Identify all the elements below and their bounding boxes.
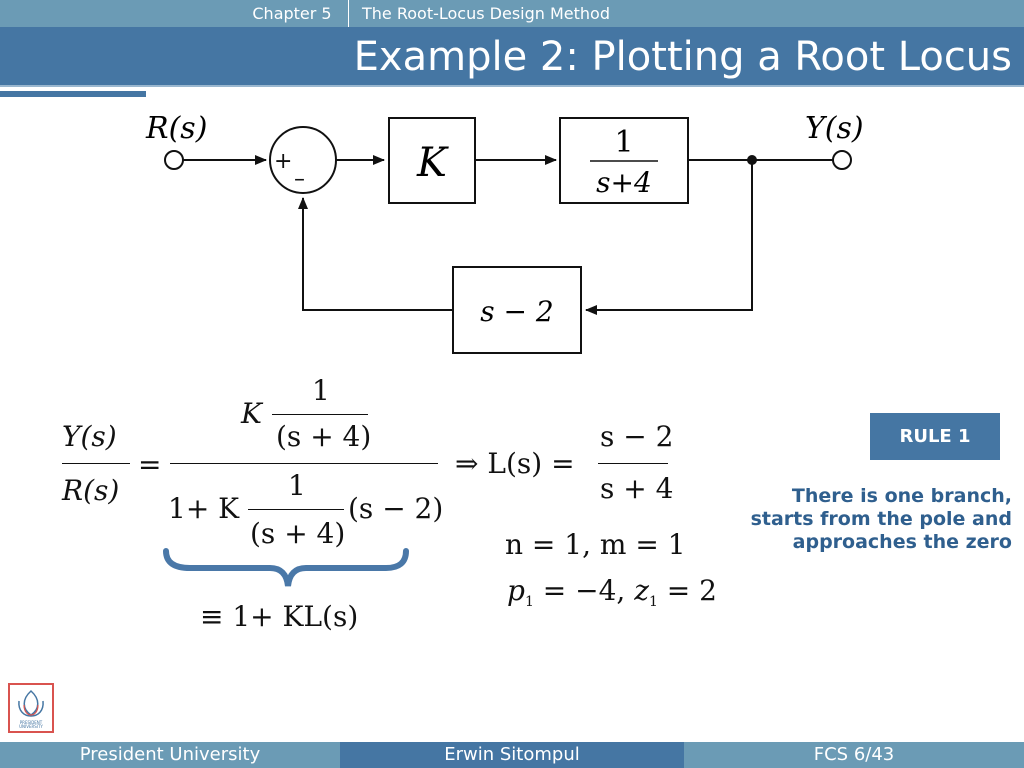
denominator-prefix: 1+ K bbox=[168, 492, 240, 525]
brace-result: ≡ 1+ KL(s) bbox=[200, 600, 359, 633]
numerator-s-plus-4: (s + 4) bbox=[276, 420, 372, 453]
lhs-numerator: Y(s) bbox=[62, 420, 117, 453]
equals-sign: = bbox=[138, 448, 162, 481]
denominator-s-plus-4: (s + 4) bbox=[250, 517, 346, 550]
course-title: The Root-Locus Design Method bbox=[362, 4, 610, 23]
rule-badge: RULE 1 bbox=[870, 413, 1000, 460]
rule-line-1: There is one branch, bbox=[791, 485, 1012, 507]
svg-text:UNIVERSITY: UNIVERSITY bbox=[19, 724, 43, 729]
output-label: Y(s) bbox=[805, 111, 864, 146]
numerator-gain: K bbox=[241, 397, 262, 430]
title-accent bbox=[0, 91, 146, 97]
slide-title: Example 2: Plotting a Root Locus bbox=[353, 34, 1012, 80]
lhs-fraction-line bbox=[62, 463, 130, 464]
plant-numerator: 1 bbox=[614, 125, 633, 160]
sum-plus-sign: + bbox=[274, 149, 292, 174]
open-loop-definition: ⇒ L(s) = bbox=[455, 447, 575, 480]
sum-minus-sign: – bbox=[294, 167, 305, 192]
title-divider bbox=[0, 85, 1024, 87]
title-bar bbox=[0, 27, 1024, 85]
main-fraction-line bbox=[170, 463, 438, 464]
feedback-arrow-in bbox=[585, 160, 753, 315]
footer-page-number: FCS 6/43 bbox=[684, 742, 1024, 768]
rule-line-3: approaches the zero bbox=[792, 531, 1012, 553]
input-terminal bbox=[164, 150, 184, 170]
controller-gain: K bbox=[416, 140, 449, 186]
logo-emblem: PRESIDENT UNIVERSITY bbox=[18, 689, 44, 729]
lhs-denominator: R(s) bbox=[62, 474, 120, 507]
numerator-inner-line bbox=[272, 414, 368, 415]
university-logo: PRESIDENT UNIVERSITY bbox=[8, 683, 54, 733]
chapter-label: Chapter 5 bbox=[236, 0, 349, 27]
pole-zero-values: p1 = −4, z1 = 2 bbox=[507, 574, 717, 610]
plant-denominator: s+4 bbox=[596, 166, 652, 199]
feedback-block bbox=[452, 266, 582, 354]
footer-author: Erwin Sitompul bbox=[340, 742, 684, 768]
underbrace bbox=[163, 548, 409, 587]
denominator-s-minus-2: (s − 2) bbox=[348, 492, 444, 525]
svg-text:PRESIDENT: PRESIDENT bbox=[20, 720, 43, 725]
rule-description: There is one branch, starts from the pol… bbox=[652, 485, 1012, 554]
footer-institution: President University bbox=[0, 742, 340, 768]
feedback-arrow-out bbox=[298, 197, 453, 311]
input-label: R(s) bbox=[145, 111, 207, 146]
output-terminal bbox=[832, 150, 852, 170]
denominator-inner-line bbox=[248, 509, 344, 510]
feedback-transfer: s − 2 bbox=[480, 295, 553, 328]
header-bar bbox=[0, 0, 1024, 27]
n-m-counts: n = 1, m = 1 bbox=[505, 528, 686, 561]
L-denominator: s + 4 bbox=[600, 472, 674, 505]
rule-line-2: starts from the pole and bbox=[750, 508, 1012, 530]
numerator-one: 1 bbox=[312, 374, 330, 407]
L-numerator: s − 2 bbox=[600, 420, 674, 453]
denominator-one: 1 bbox=[288, 469, 306, 502]
L-fraction-line bbox=[598, 463, 668, 464]
